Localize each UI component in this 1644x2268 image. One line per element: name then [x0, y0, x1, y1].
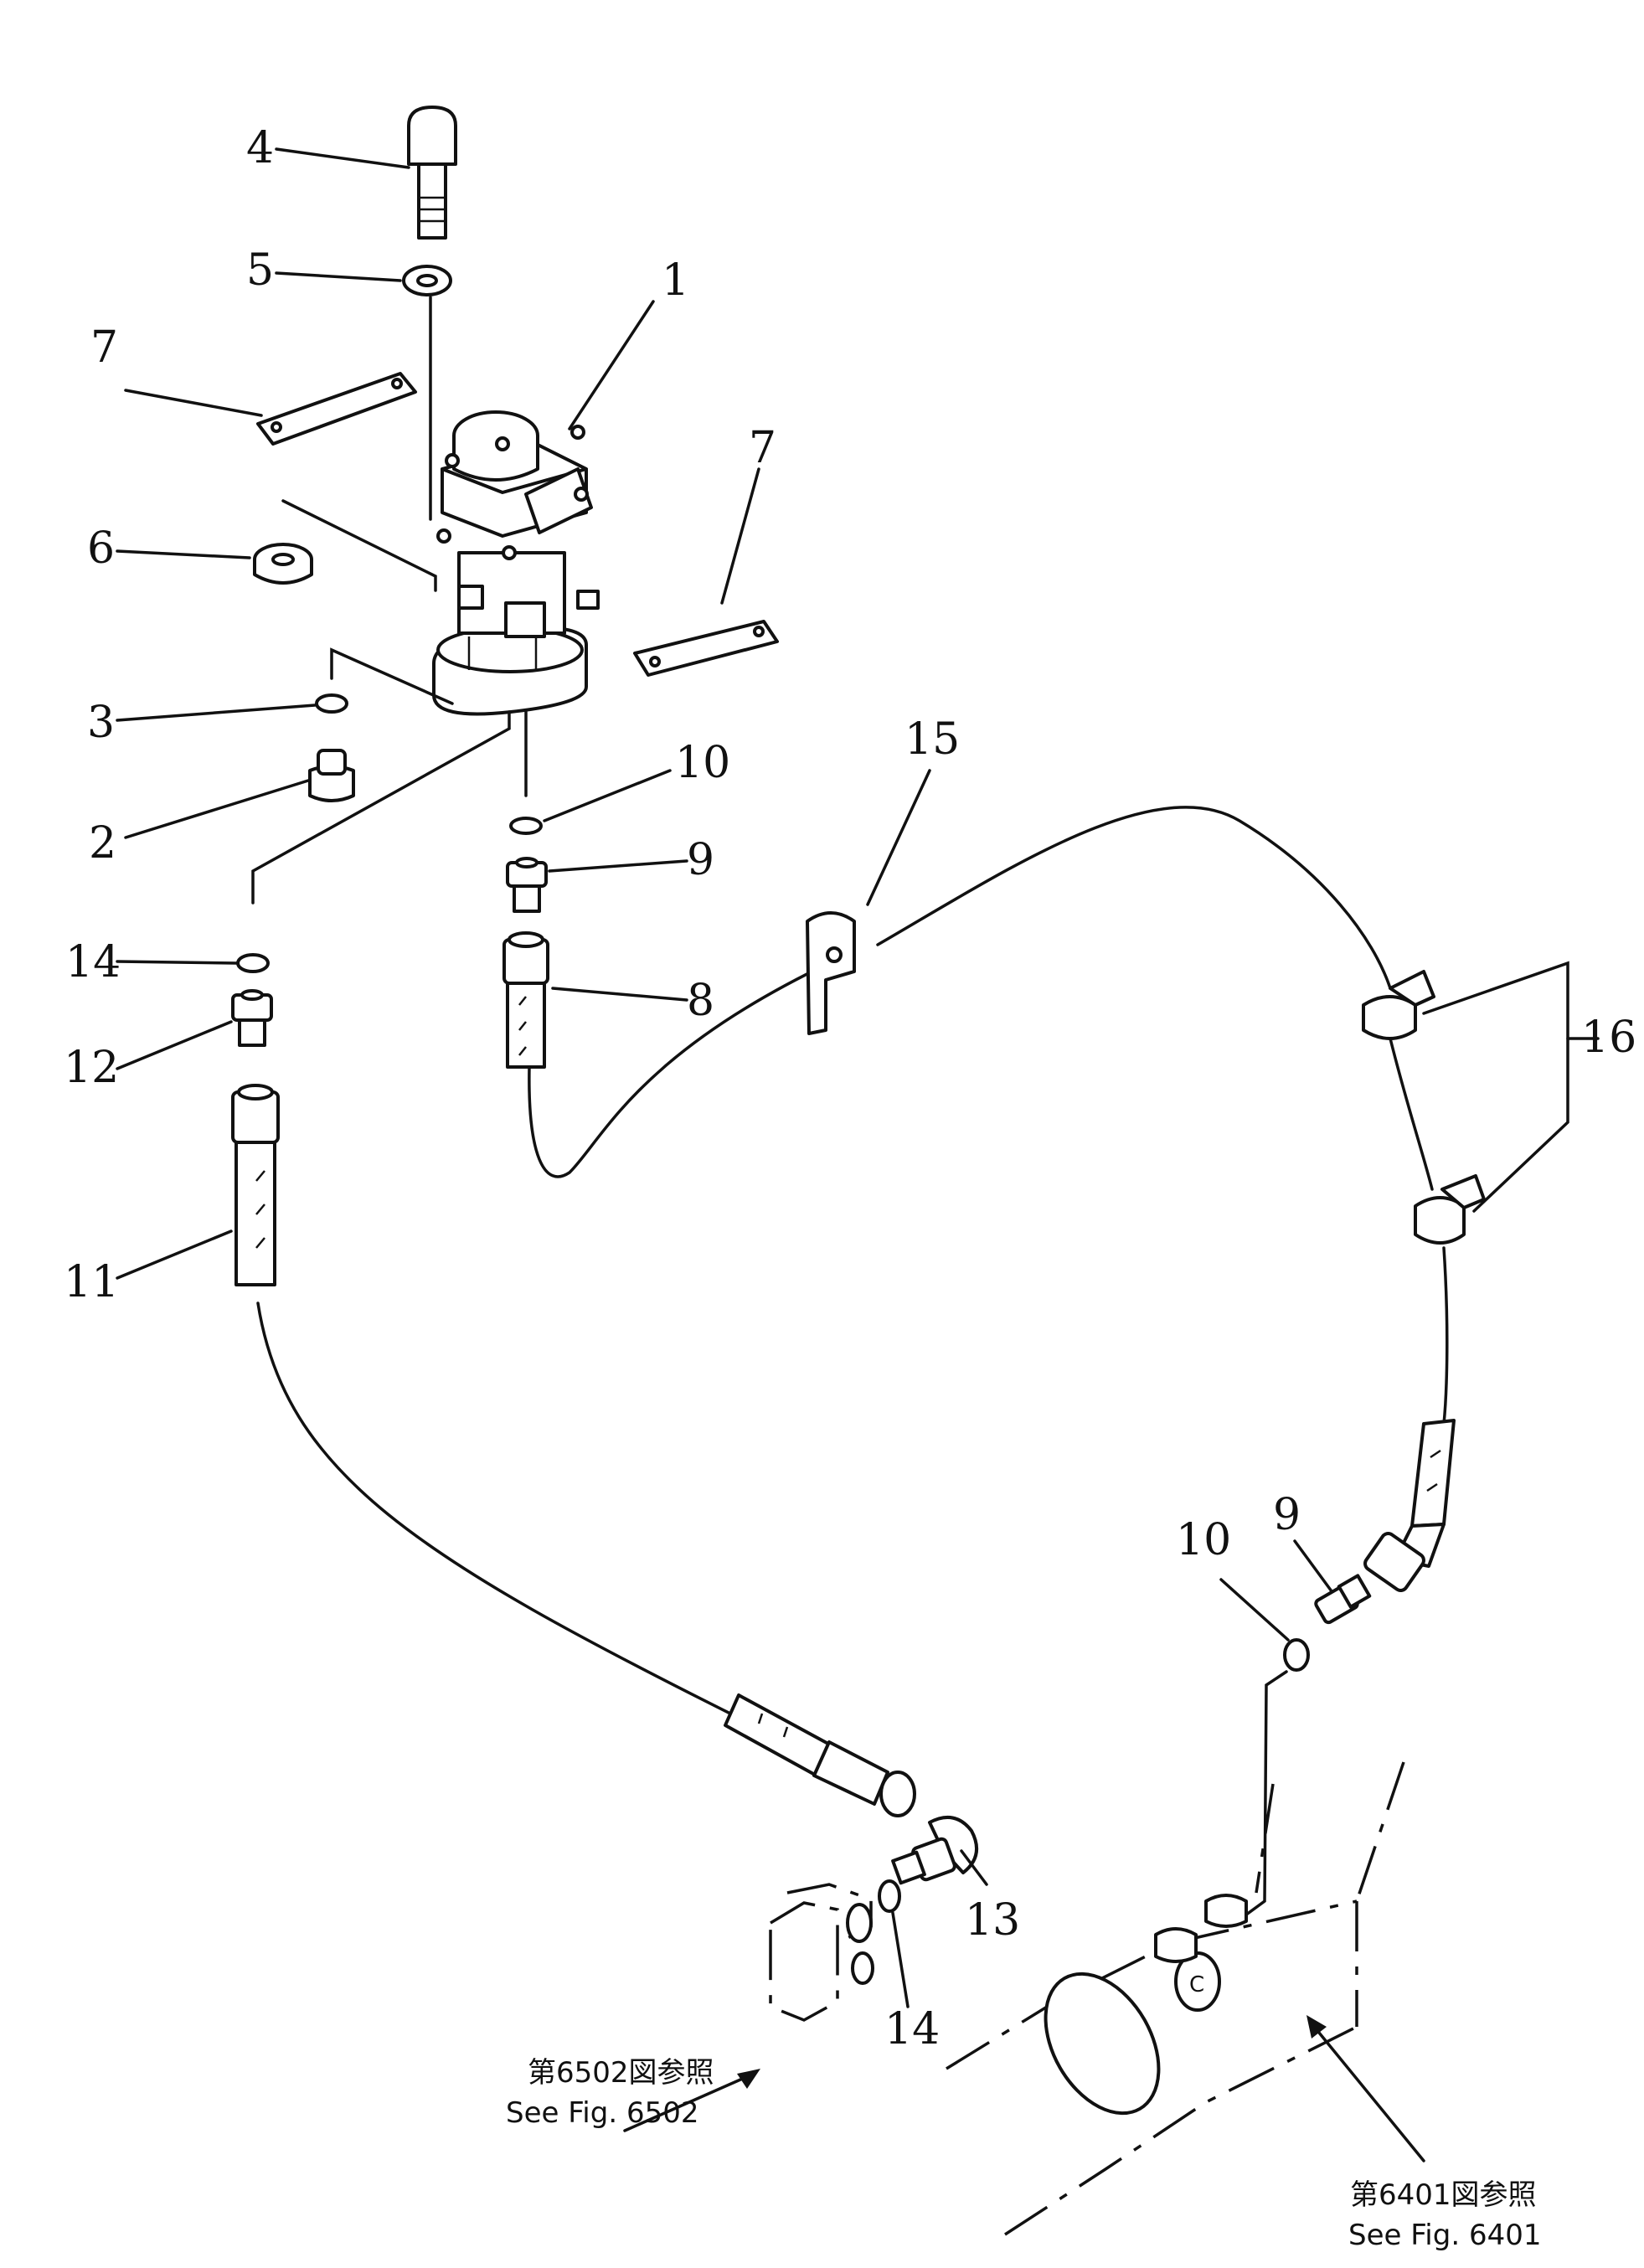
callout-16: 16 — [1581, 1013, 1636, 1063]
plug — [308, 749, 355, 802]
o-ring-10-bottom — [1283, 1638, 1310, 1672]
bolt — [407, 106, 457, 240]
clamp-16-upper — [1362, 970, 1435, 1040]
callout-1: 1 — [662, 255, 689, 306]
adapter-9-bottom — [1314, 1574, 1372, 1625]
callout-15: 15 — [904, 714, 960, 765]
o-ring-10-top — [509, 817, 543, 835]
adapter-12 — [231, 989, 273, 1047]
elbow-13 — [891, 1815, 979, 1885]
callout-3: 3 — [87, 698, 115, 748]
plate-right — [633, 620, 779, 677]
adapter-9-top — [506, 857, 548, 913]
washer — [402, 265, 452, 296]
callout-14-top: 14 — [65, 937, 121, 987]
callout-10-top: 10 — [675, 738, 730, 788]
callout-11: 11 — [64, 1257, 119, 1307]
clamp-16-lower — [1414, 1174, 1486, 1245]
plate-left — [256, 372, 417, 446]
pipe-6401: C — [946, 1761, 1405, 2236]
callout-10-bottom: 10 — [1176, 1515, 1231, 1565]
o-ring-14-bottom — [878, 1879, 901, 1913]
callout-13: 13 — [965, 1895, 1020, 1946]
svg-text:C: C — [1189, 1972, 1204, 1997]
callout-9-top: 9 — [687, 835, 714, 885]
callout-9-bottom: 9 — [1273, 1490, 1301, 1540]
valve-block-6502 — [769, 1883, 874, 2022]
o-ring-14-top — [236, 953, 270, 973]
callouts: 4 5 1 7 7 6 3 2 10 9 8 15 16 14 12 11 9 … — [64, 123, 1636, 2054]
hose-11 — [231, 1084, 280, 1286]
clamp-15 — [806, 911, 856, 1035]
spacer — [253, 543, 313, 585]
callout-7-left: 7 — [90, 322, 118, 373]
callout-2: 2 — [89, 818, 116, 869]
callout-14-bottom: 14 — [884, 2004, 940, 2054]
callout-5: 5 — [246, 245, 274, 296]
callout-6: 6 — [87, 523, 115, 574]
leader-lines — [116, 147, 1333, 2008]
solenoid-valve — [432, 410, 600, 716]
callout-4: 4 — [246, 123, 274, 173]
callout-7-right: 7 — [749, 423, 776, 473]
references: 第6502図参照 See Fig. 6502 第6401図参照 See Fig.… — [506, 2056, 1541, 2252]
ref-6401-en: See Fig. 6401 — [1348, 2219, 1541, 2252]
o-ring-3 — [315, 693, 348, 714]
hose-16-end — [1363, 1419, 1456, 1592]
ref-6502-en: See Fig. 6502 — [506, 2096, 698, 2130]
hose-11-end — [724, 1693, 916, 1817]
ref-6401-jp: 第6401図参照 — [1350, 2178, 1537, 2212]
ref-6502-jp: 第6502図参照 — [528, 2056, 714, 2090]
hose-8 — [502, 931, 549, 1069]
callout-8: 8 — [687, 976, 714, 1026]
callout-12: 12 — [64, 1043, 119, 1093]
